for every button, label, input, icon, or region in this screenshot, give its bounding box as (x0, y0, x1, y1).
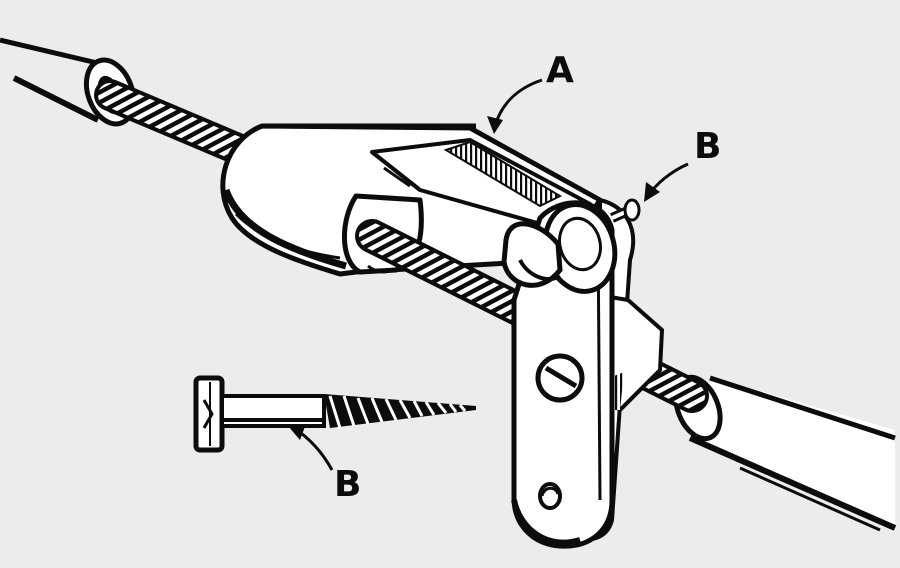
pin-b-installed (609, 198, 641, 223)
label-b-bottom: B (334, 464, 361, 505)
detached-screw-b (193, 375, 476, 453)
right-cable-sleeve (673, 374, 897, 532)
arrowhead-b-bottom (288, 424, 306, 440)
arrowhead-a (487, 116, 503, 134)
pivot-boss (501, 202, 618, 294)
left-threaded-rod (94, 79, 256, 166)
label-a: A (546, 50, 574, 91)
label-b-top: B (694, 126, 721, 167)
arrowhead-b-top (644, 182, 660, 202)
arrowheads (288, 116, 660, 440)
